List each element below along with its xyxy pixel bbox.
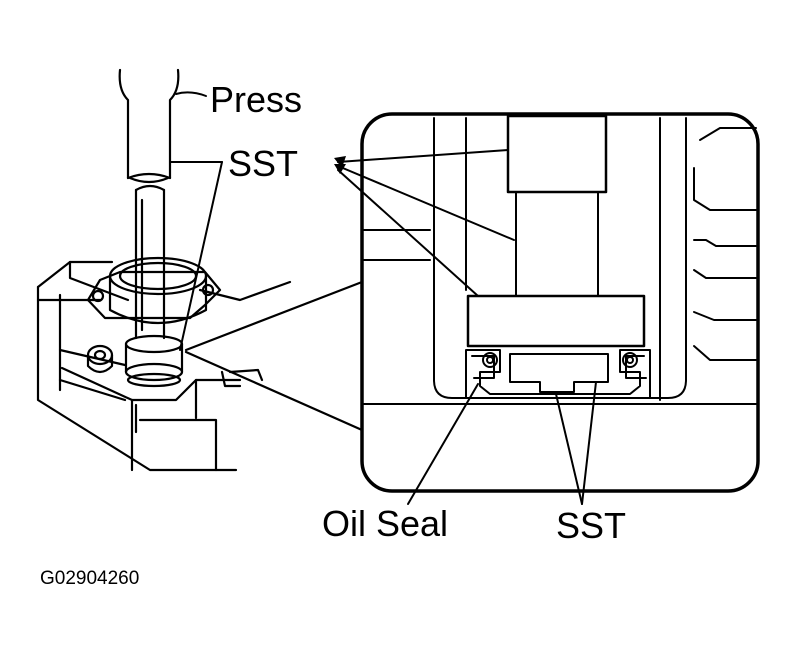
label-sst-top: SST <box>228 143 298 184</box>
leader-lines <box>169 91 597 505</box>
label-sst-bottom: SST <box>556 505 626 546</box>
oil-seal-leader <box>407 383 479 505</box>
figure-code: G02904260 <box>40 568 139 589</box>
sst-lower-guide <box>509 353 609 393</box>
press-ram <box>118 68 180 180</box>
label-press: Press <box>210 79 302 120</box>
label-oil-seal: Oil Seal <box>322 503 448 544</box>
detail-view <box>360 112 760 493</box>
arrowheads <box>334 156 346 174</box>
sst-upper-block <box>506 114 608 194</box>
press-leader <box>175 91 207 97</box>
sst-pressing-plate <box>466 294 646 348</box>
sst-shaft <box>128 176 170 340</box>
flange <box>86 256 222 324</box>
sst-bottom-leader <box>555 393 583 505</box>
bolt-boss <box>86 344 114 374</box>
oil-seal <box>465 349 651 399</box>
detail-pointer <box>184 280 364 432</box>
sst-leader-detail <box>337 149 509 163</box>
housing-base <box>36 260 292 472</box>
seal-installer <box>124 334 184 388</box>
assembly-overview <box>36 68 364 472</box>
detail-frame <box>360 112 760 493</box>
